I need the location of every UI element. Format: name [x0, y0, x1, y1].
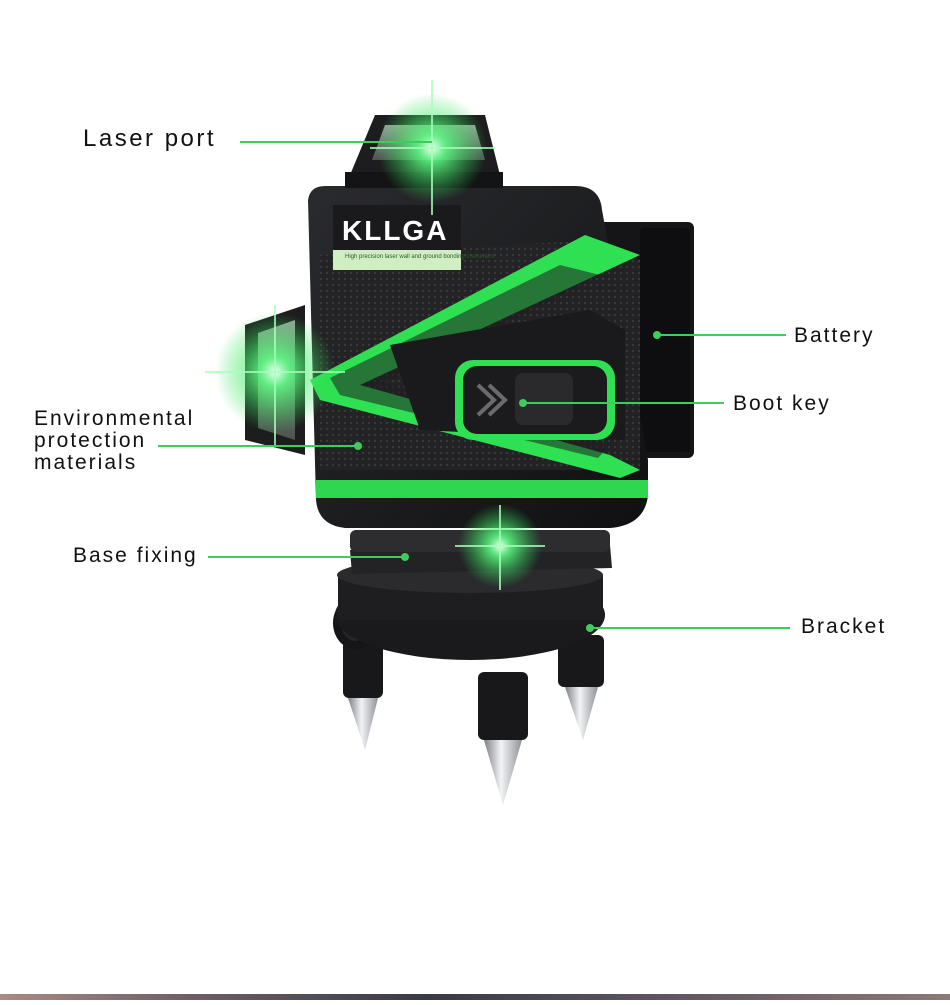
laser-glows — [205, 80, 545, 590]
bottom-image-strip — [0, 994, 950, 1000]
label-environmental-line-1: Environmental — [34, 407, 195, 430]
callout-leaders — [158, 141, 790, 632]
brand-tagline: High precision laser wall and ground bon… — [345, 254, 495, 260]
bracket-base — [335, 530, 612, 660]
label-base-fixing: Base fixing — [73, 544, 198, 567]
device-body: KLLGA High precision laser wall and grou… — [308, 186, 694, 528]
label-bracket: Bracket — [801, 615, 887, 638]
label-laser-port: Laser port — [83, 125, 217, 152]
label-environmental-line-2: protection — [34, 429, 147, 452]
label-boot-key: Boot key — [733, 392, 831, 415]
label-battery: Battery — [794, 324, 875, 347]
label-environmental-line-3: materials — [34, 451, 138, 474]
brand-logo: KLLGA — [342, 215, 448, 246]
label-environmental-protection: Environmental protection materials — [34, 408, 194, 474]
